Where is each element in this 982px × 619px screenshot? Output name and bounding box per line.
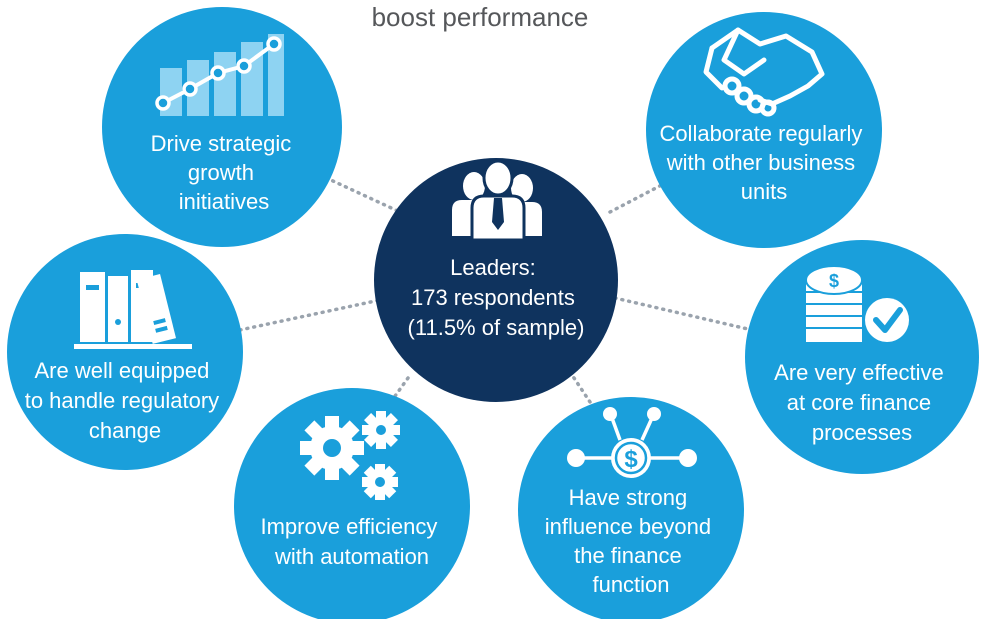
top-caption: boost performance (371, 2, 589, 32)
coins-check-icon: $ (805, 265, 909, 342)
node-effective: $ Are very effective at core finance pro… (745, 240, 979, 474)
effective-circle (745, 240, 979, 474)
center-line-3: (11.5% of sample) (408, 315, 585, 340)
node-growth: Drive strategic growth initiatives (102, 7, 342, 247)
center-node: Leaders: 173 respondents (11.5% of sampl… (374, 158, 618, 402)
effective-label-line-3: processes (812, 420, 912, 445)
collaborate-label-line-3: units (741, 179, 787, 204)
automation-circle (234, 388, 470, 619)
connector-effective (613, 296, 754, 332)
effective-label-line-1: Are very effective (774, 360, 944, 385)
node-regulatory: Are well equipped to handle regulatory c… (7, 234, 243, 470)
connectors (238, 173, 754, 412)
binders-icon (74, 270, 192, 349)
growth-label-line-1: Drive strategic (151, 131, 292, 156)
regulatory-circle (7, 234, 243, 470)
regulatory-label-line-1: Are well equipped (34, 358, 209, 383)
growth-chart-icon (155, 34, 284, 116)
growth-label-line-3: initiatives (179, 189, 269, 214)
svg-text:Improve efficiency with: Improve efficiency with automation (260, 514, 443, 569)
people-group-icon (452, 159, 542, 242)
gears-icon (300, 411, 400, 500)
influence-label-line-4: function (592, 572, 669, 597)
influence-label-line-2: influence beyond (545, 514, 711, 539)
growth-label-line-2: growth (188, 160, 254, 185)
effective-label-line-2: at core finance (787, 390, 931, 415)
node-collaborate: Collaborate regularly with other busines… (646, 12, 882, 248)
collaborate-label-line-2: with other business (666, 150, 855, 175)
svg-text:$: $ (624, 446, 638, 473)
center-line-2: 173 respondents (411, 285, 575, 310)
connector-influence (568, 370, 592, 404)
center-line-1: Leaders: (450, 255, 536, 280)
regulatory-label-line-2: to handle regulatory (25, 388, 219, 413)
connector-regulatory (238, 298, 382, 332)
automation-label-line-2: with automation (274, 544, 429, 569)
svg-text:Have strong influence be: Have strong influence beyond the finance… (545, 485, 717, 597)
regulatory-label-line-3: change (89, 418, 161, 443)
collaborate-label-line-1: Collaborate regularly (659, 121, 862, 146)
svg-text:Collaborate regularly wi: Collaborate regularly with other busines… (659, 121, 868, 204)
automation-label-line-1: Improve efficiency (260, 514, 437, 539)
svg-text:$: $ (829, 271, 839, 291)
connector-collaborate (608, 176, 677, 214)
node-influence: $ Have strong influence beyond the finan… (518, 397, 744, 619)
influence-label-line-3: the finance (574, 543, 682, 568)
influence-label-line-1: Have strong (569, 485, 688, 510)
connector-growth (318, 173, 402, 214)
node-automation: Improve efficiency with automation (234, 388, 470, 619)
dollar-network-icon: $ (567, 407, 697, 478)
svg-text:Are very effective at co: Are very effective at core finance proce… (774, 360, 950, 445)
svg-text:Drive strategic growth: Drive strategic growth initiatives (151, 131, 298, 214)
svg-text:Are well equipped to han: Are well equipped to handle regulatory c… (25, 358, 226, 443)
svg-text:Leaders: 173 respondents: Leaders: 173 respondents (11.5% of sampl… (408, 255, 585, 340)
handshake-icon (703, 27, 825, 117)
center-circle (374, 158, 618, 402)
connector-automation (383, 376, 410, 412)
